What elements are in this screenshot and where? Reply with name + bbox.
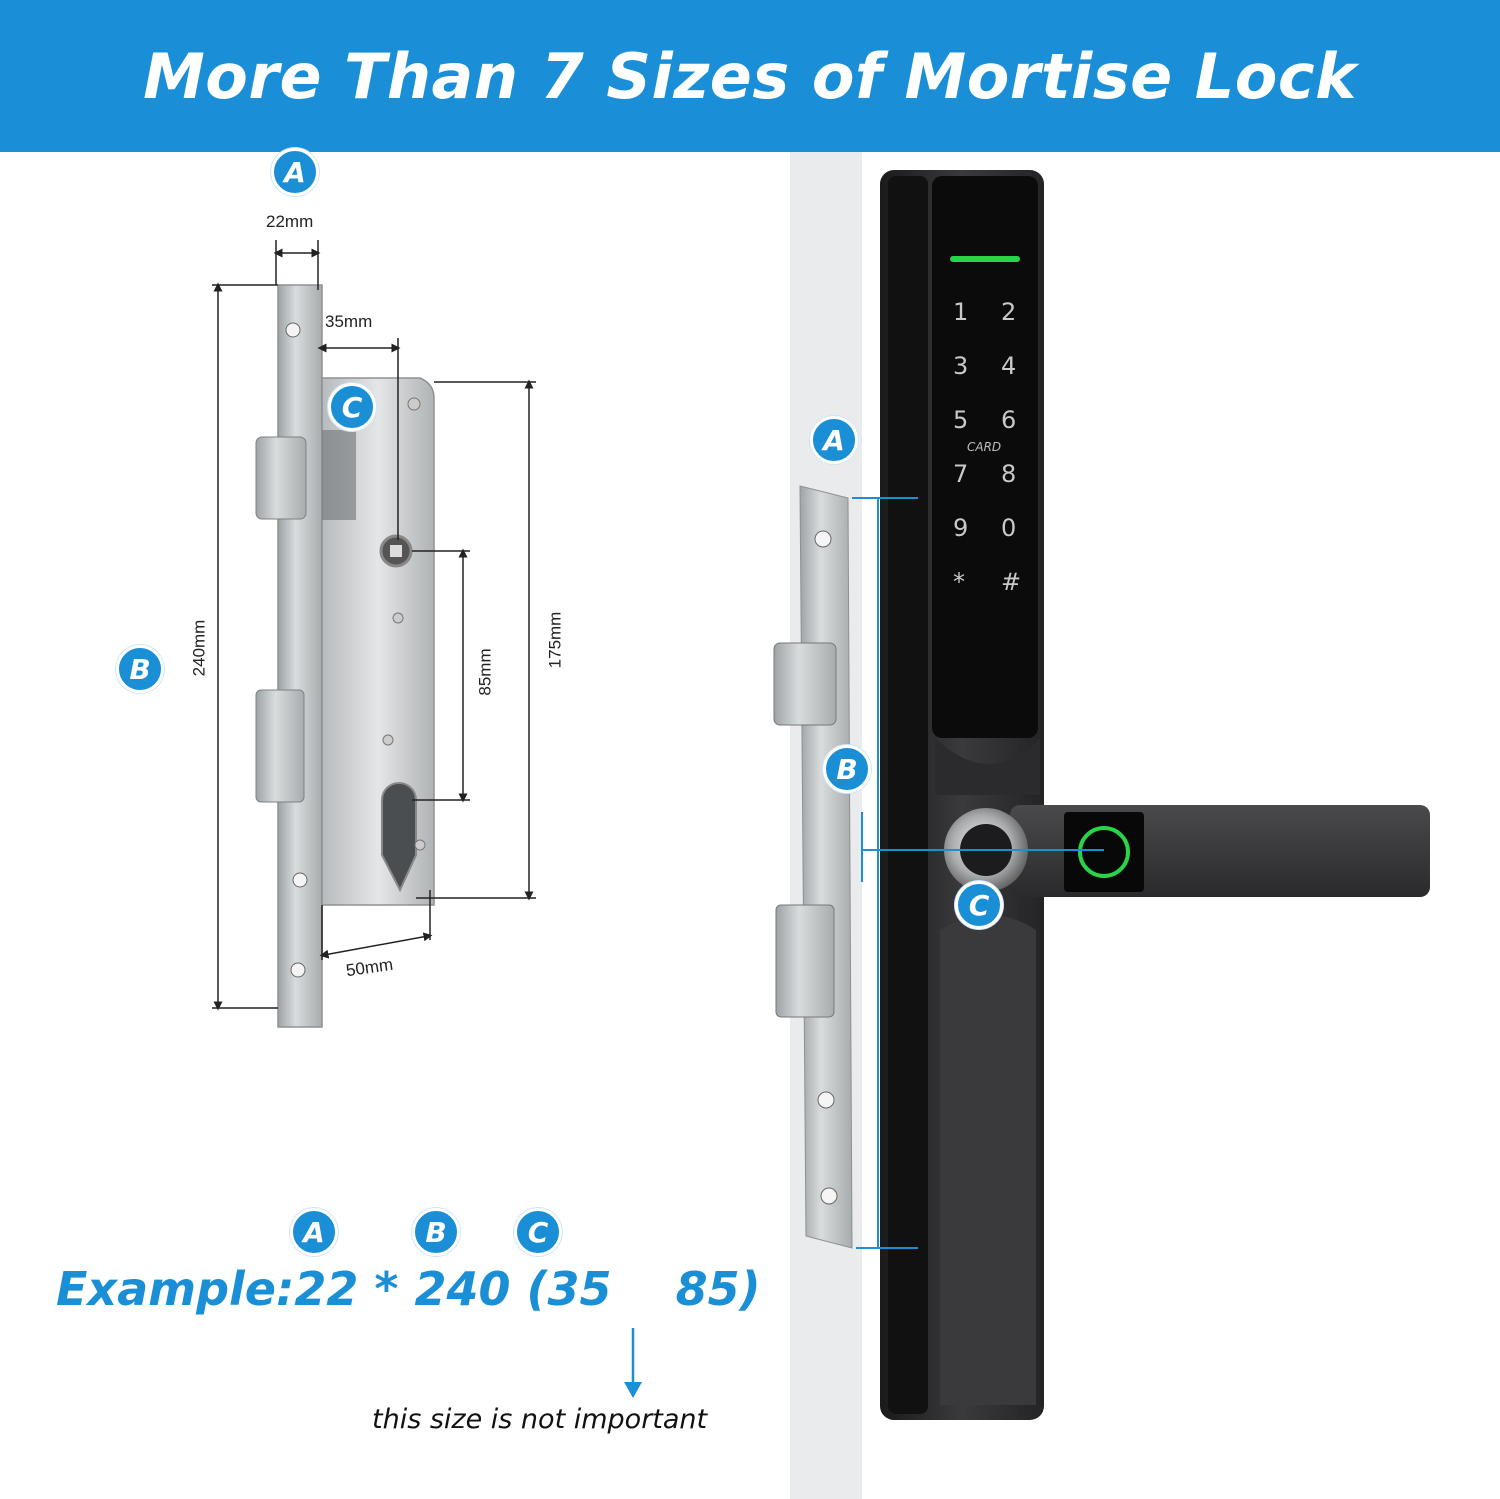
keypad-key[interactable]: * xyxy=(953,568,965,596)
keypad-key[interactable]: 3 xyxy=(953,352,969,380)
keypad-key[interactable]: 1 xyxy=(953,298,969,326)
badge-c: C xyxy=(514,1208,562,1256)
keypad-key[interactable]: 8 xyxy=(1001,460,1017,488)
keypad-key[interactable]: 0 xyxy=(1001,514,1017,542)
badge-a: A xyxy=(290,1208,338,1256)
keypad-key[interactable]: # xyxy=(1001,568,1022,596)
badge-b: B xyxy=(116,645,164,693)
badge-b: B xyxy=(412,1208,460,1256)
badge-c: C xyxy=(955,881,1003,929)
card-reader-label: CARD xyxy=(967,440,1002,454)
dimension-length: 240mm xyxy=(189,619,209,677)
smart-lock-illustration xyxy=(773,152,1430,1499)
note-text: this size is not important xyxy=(372,1404,708,1435)
dimension-height: 175mm xyxy=(545,611,565,669)
keypad-key[interactable]: 9 xyxy=(953,514,969,542)
keypad-key[interactable]: 2 xyxy=(1001,298,1017,326)
badge-b: B xyxy=(823,745,871,793)
page-title: More Than 7 Sizes of Mortise Lock xyxy=(143,39,1357,113)
dimension-backset: 35mm xyxy=(325,312,373,331)
mortise-lock-diagram xyxy=(212,240,536,1028)
keypad-key[interactable]: 7 xyxy=(953,460,969,488)
keypad-key[interactable]: 5 xyxy=(953,406,969,434)
dimension-center: 85mm xyxy=(475,648,495,696)
title-banner: More Than 7 Sizes of Mortise Lock xyxy=(0,0,1500,152)
example-text: Example:22 * 240 (35 85) xyxy=(56,1262,761,1316)
keypad: 1 2 3 4 5 6 CARD 7 8 9 0 * # xyxy=(945,298,1031,598)
badge-c: C xyxy=(328,383,376,431)
keypad-key[interactable]: 6 xyxy=(1001,406,1017,434)
dimension-faceplate-width: 22mm xyxy=(266,212,314,231)
keypad-key[interactable]: 4 xyxy=(1001,352,1017,380)
badge-a: A xyxy=(271,148,319,196)
badge-a: A xyxy=(810,416,858,464)
